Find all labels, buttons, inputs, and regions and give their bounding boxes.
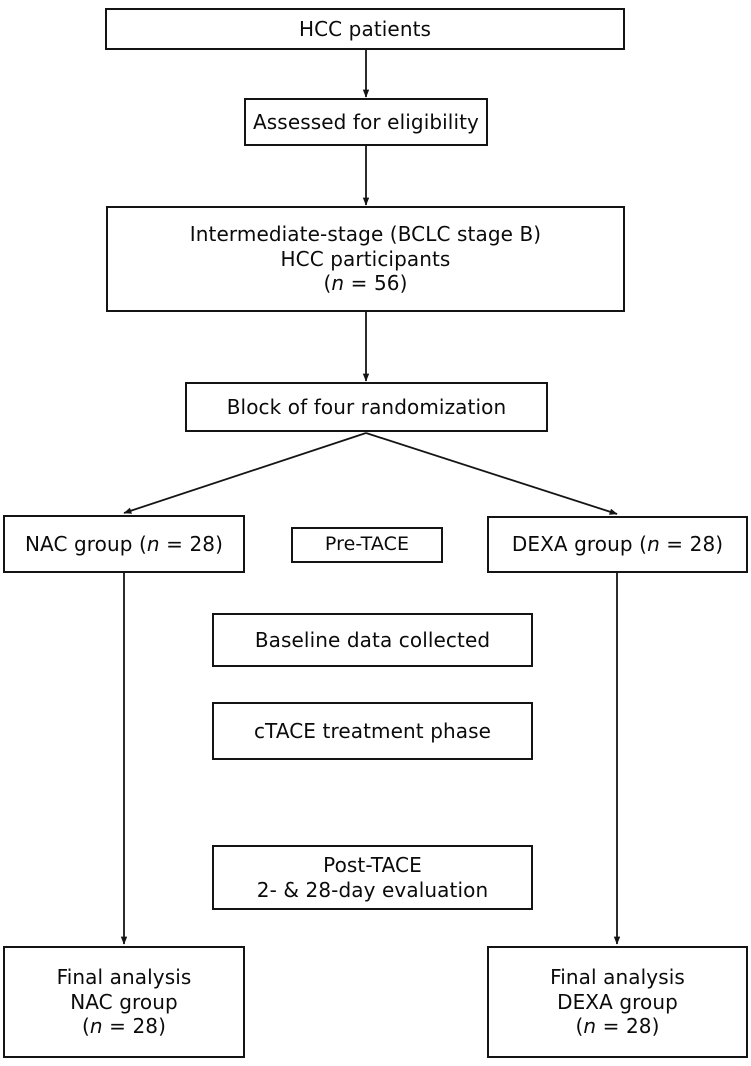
node-intermediate-line-2: HCC participants [280, 246, 451, 271]
node-post-tace-evaluation: Post-TACE 2- & 28-day evaluation [212, 845, 533, 910]
edge-randomization-to-nac [123, 432, 367, 514]
node-final-analysis-nac-line-2: NAC group [70, 989, 178, 1014]
node-assessed-for-eligibility-label: Assessed for eligibility [253, 109, 479, 134]
node-final-analysis-dexa: Final analysis DEXA group (n = 28) [487, 946, 748, 1058]
node-final-analysis-dexa-count: (n = 28) [575, 1014, 659, 1038]
node-post-tace-line-2: 2- & 28-day evaluation [256, 877, 489, 902]
node-assessed-for-eligibility: Assessed for eligibility [244, 98, 488, 146]
node-block-of-four-randomization-label: Block of four randomization [226, 394, 507, 419]
node-final-analysis-nac-count-value: = 28) [102, 1014, 166, 1039]
node-final-analysis-nac-count: (n = 28) [82, 1014, 166, 1038]
node-intermediate-count-prefix: ( [323, 271, 332, 296]
node-final-analysis-nac-count-symbol: n [89, 1014, 103, 1039]
node-final-analysis-dexa-count-prefix: ( [575, 1014, 584, 1039]
node-intermediate-count: (n = 56) [323, 271, 407, 295]
node-ctace-treatment-phase: cTACE treatment phase [212, 702, 533, 760]
node-nac-group-label-after: = 28) [159, 531, 224, 556]
node-nac-group: NAC group (n = 28) [3, 515, 245, 573]
node-nac-group-label-before: NAC group ( [24, 531, 147, 556]
node-intermediate-count-symbol: n [331, 271, 345, 296]
node-intermediate-line-1: Intermediate-stage (BCLC stage B) [189, 222, 542, 247]
node-dexa-group-count-symbol: n [647, 532, 660, 557]
node-ctace-treatment-phase-label: cTACE treatment phase [253, 718, 492, 743]
node-intermediate-count-value: = 56) [344, 271, 408, 296]
node-final-analysis-dexa-line-2: DEXA group [557, 989, 678, 1014]
node-nac-group-label: NAC group (n = 28) [25, 532, 223, 556]
edge-randomization-to-dexa [365, 432, 618, 515]
node-baseline-data-collected: Baseline data collected [212, 613, 533, 667]
node-intermediate-stage-participants: Intermediate-stage (BCLC stage B) HCC pa… [106, 206, 625, 312]
node-hcc-patients-label: HCC patients [298, 16, 432, 41]
node-dexa-group-label: DEXA group (n = 28) [512, 532, 723, 556]
node-post-tace-line-1: Post-TACE [323, 853, 422, 878]
node-final-analysis-nac-line-1: Final analysis [56, 965, 192, 990]
node-pre-tace-label: Pre-TACE [324, 533, 410, 556]
node-hcc-patients: HCC patients [105, 8, 625, 50]
node-pre-tace: Pre-TACE [291, 527, 443, 563]
node-nac-group-count-symbol: n [146, 531, 160, 556]
node-block-of-four-randomization: Block of four randomization [185, 382, 548, 432]
node-final-analysis-dexa-count-value: = 28) [596, 1014, 660, 1039]
node-final-analysis-nac-count-prefix: ( [81, 1014, 90, 1039]
node-final-analysis-dexa-count-symbol: n [583, 1014, 597, 1039]
node-dexa-group: DEXA group (n = 28) [487, 516, 748, 573]
node-final-analysis-dexa-line-1: Final analysis [550, 965, 685, 990]
node-baseline-data-collected-label: Baseline data collected [254, 627, 491, 652]
node-dexa-group-label-before: DEXA group ( [511, 532, 648, 557]
node-final-analysis-nac: Final analysis NAC group (n = 28) [3, 946, 245, 1058]
node-dexa-group-label-after: = 28) [659, 532, 724, 557]
